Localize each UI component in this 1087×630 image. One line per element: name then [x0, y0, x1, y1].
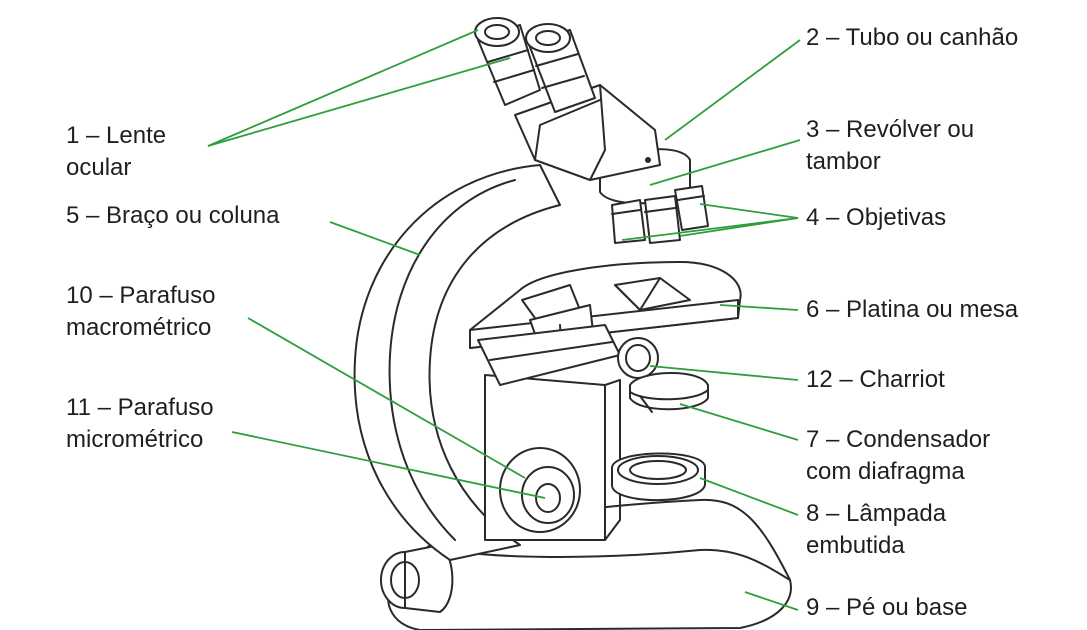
- label-8-line2: embutida: [806, 532, 905, 559]
- label-3-line1: 3 – Revólver ou: [806, 116, 975, 143]
- label-charriot: 12 – Charriot: [806, 364, 945, 396]
- label-5-line1: 5 – Braço ou coluna: [66, 202, 280, 229]
- label-10-line2: macrométrico: [66, 314, 212, 341]
- label-revolver-tambor: 3 – Revólver ou tambor: [806, 114, 974, 178]
- label-4-line1: 4 – Objetivas: [806, 204, 947, 231]
- base-knob: [380, 544, 454, 613]
- lamp: [611, 452, 706, 502]
- label-lente-ocular: 1 – Lente ocular: [66, 120, 166, 184]
- label-11-line1: 11 – Parafuso: [66, 394, 214, 421]
- label-6-line1: 6 – Platina ou mesa: [806, 296, 1019, 323]
- label-3-line2: tambor: [806, 148, 881, 175]
- focus-knobs: [499, 447, 581, 533]
- condenser: [629, 372, 709, 413]
- label-10-line1: 10 – Parafuso: [66, 282, 216, 309]
- microscope-arm: [353, 164, 561, 561]
- label-pe-base: 9 – Pé ou base: [806, 592, 967, 624]
- label-objetivas: 4 – Objetivas: [806, 202, 946, 234]
- tube-head: [514, 84, 661, 181]
- label-braco-coluna: 5 – Braço ou coluna: [66, 200, 279, 232]
- label-lampada: 8 – Lâmpada embutida: [806, 498, 946, 562]
- label-2-line1: 2 – Tubo ou canhão: [806, 24, 1019, 51]
- label-condensador: 7 – Condensador com diafragma: [806, 424, 990, 488]
- label-platina-mesa: 6 – Platina ou mesa: [806, 294, 1018, 326]
- label-1-line2: ocular: [66, 154, 132, 181]
- label-12-line1: 12 – Charriot: [806, 366, 945, 393]
- label-11-line2: micrométrico: [66, 426, 204, 453]
- label-parafuso-macrometrico: 10 – Parafuso macrométrico: [66, 280, 215, 344]
- label-parafuso-micrometrico: 11 – Parafuso micrométrico: [66, 392, 214, 456]
- label-7-line1: 7 – Condensador: [806, 426, 991, 453]
- leader-lines: [207, 29, 801, 611]
- label-tubo-canhao: 2 – Tubo ou canhão: [806, 22, 1018, 54]
- mechanical-stage: [477, 324, 659, 386]
- label-9-line1: 9 – Pé ou base: [806, 594, 968, 621]
- label-7-line2: com diafragma: [806, 458, 965, 485]
- eyepieces: [474, 17, 596, 113]
- label-8-line1: 8 – Lâmpada: [806, 500, 947, 527]
- label-1-line1: 1 – Lente: [66, 122, 167, 149]
